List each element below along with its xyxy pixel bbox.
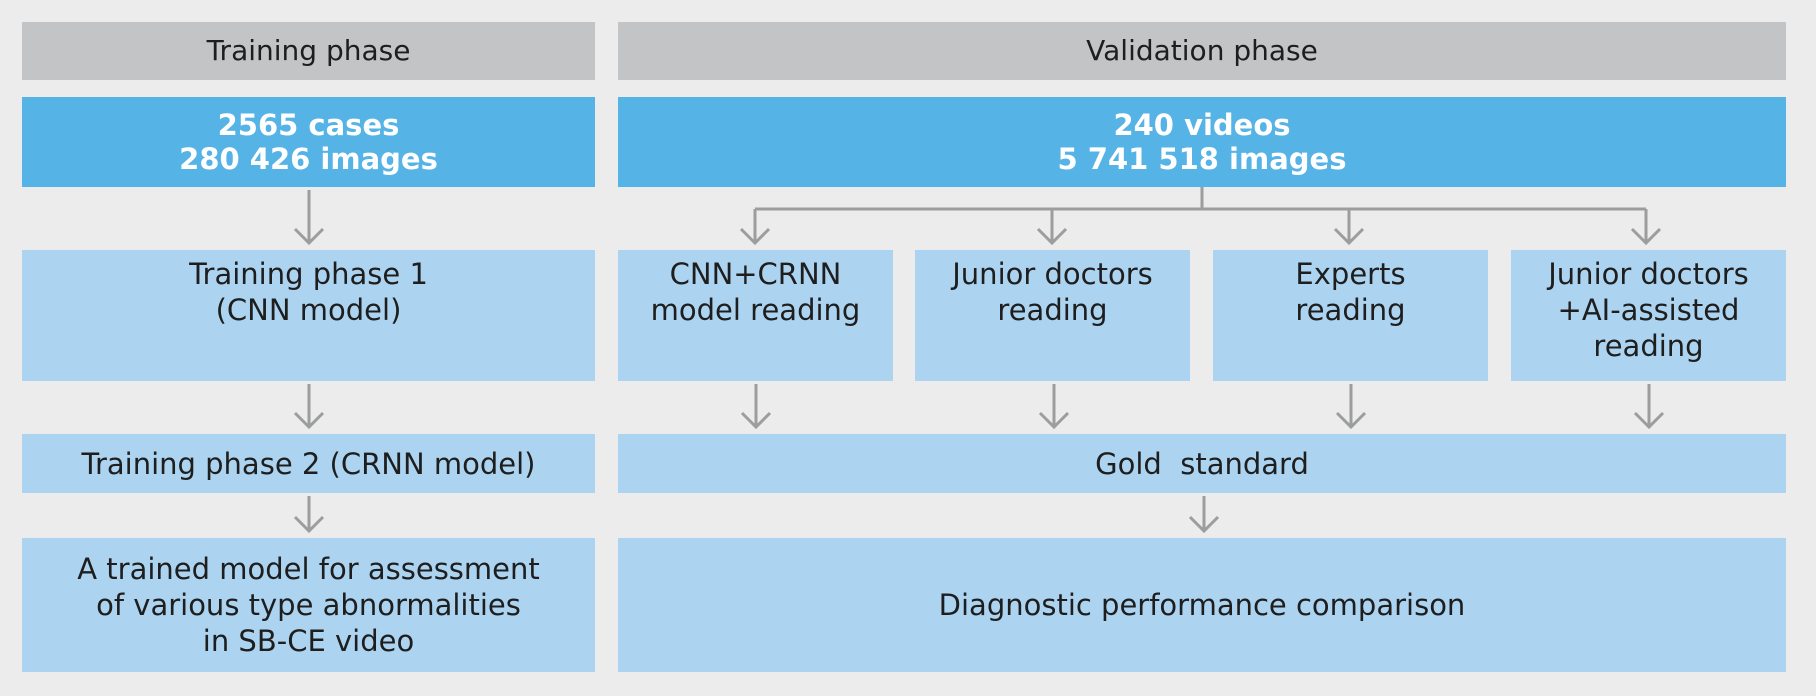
experts-reading-line-1: Experts [1295,257,1406,291]
validation-videos-count: 240 videos [1113,108,1291,142]
arrow-junior-ai-to-gold [1633,384,1665,430]
trained-model-box: A trained model for assessment of variou… [22,538,595,672]
training-phase-1-box: Training phase 1 (CNN model) [22,250,595,381]
cnn-crnn-reading-line-2: model reading [650,293,861,327]
validation-images-count: 5 741 518 images [1057,142,1347,176]
training-cases-count: 2565 cases [217,108,400,142]
junior-doctors-reading-line-2: reading [997,293,1108,327]
validation-source-box: 240 videos 5 741 518 images [618,97,1786,187]
performance-comparison-label: Diagnostic performance comparison [938,588,1466,622]
training-phase-1-title: Training phase 1 [189,257,428,291]
training-phase-2-label: Training phase 2 (CRNN model) [81,446,536,481]
arrow-source-to-phase1 [293,190,325,246]
arrow-to-experts-reading [1333,209,1365,246]
junior-doctors-reading-line-1: Junior doctors [952,257,1153,291]
junior-ai-assisted-reading-box: Junior doctors +AI-assisted reading [1511,250,1786,381]
arrow-cnn-to-gold [740,384,772,430]
experts-reading-box: Experts reading [1213,250,1488,381]
junior-ai-reading-line-2: +AI-assisted [1557,293,1740,327]
validation-phase-header-label: Validation phase [1086,34,1318,67]
training-phase-1-model: (CNN model) [215,293,402,327]
training-phase-2-box: Training phase 2 (CRNN model) [22,434,595,493]
training-images-count: 280 426 images [179,142,438,176]
cnn-crnn-reading-box: CNN+CRNN model reading [618,250,893,381]
cnn-crnn-reading-line-1: CNN+CRNN [669,257,842,291]
training-phase-header: Training phase [22,22,595,80]
arrow-experts-to-gold [1335,384,1367,430]
arrow-junior-to-gold [1038,384,1070,430]
trained-model-line-1: A trained model for assessment [77,552,540,586]
gold-standard-box: Gold standard [618,434,1786,493]
trained-model-line-2: of various type abnormalities [96,588,521,622]
arrow-to-junior-reading [1036,209,1068,246]
arrow-phase1-to-phase2 [293,384,325,430]
junior-doctors-reading-box: Junior doctors reading [915,250,1190,381]
trained-model-line-3: in SB-CE video [202,624,415,658]
arrow-to-junior-ai-reading [1630,209,1662,246]
training-phase-header-label: Training phase [206,34,411,67]
performance-comparison-box: Diagnostic performance comparison [618,538,1786,672]
validation-phase-header: Validation phase [618,22,1786,80]
training-source-box: 2565 cases 280 426 images [22,97,595,187]
junior-ai-reading-line-3: reading [1593,329,1704,363]
arrow-phase2-to-result [293,496,325,534]
arrow-to-cnn-reading [739,209,771,246]
gold-standard-label: Gold standard [1095,446,1309,481]
junior-ai-reading-line-1: Junior doctors [1548,257,1749,291]
arrow-gold-to-comparison [1188,496,1220,534]
experts-reading-line-2: reading [1295,293,1406,327]
